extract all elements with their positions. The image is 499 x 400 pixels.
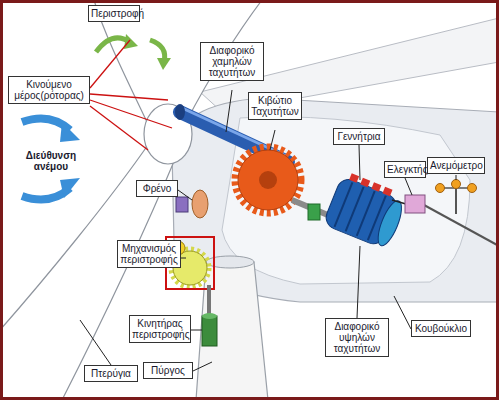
stator-tile [360,178,370,187]
arrow-head [157,58,171,70]
leader-line [191,330,202,331]
leader-line [405,178,412,195]
wind-direction-label: Διεύθυνση ανέμου [18,150,84,172]
part-name: Διαφορικό χαμηλών ταχυτήτων [203,45,261,78]
part-leaders [80,90,456,371]
part-name: Πύργος [146,365,190,376]
part-name: Γεννήτρια [336,131,382,142]
gearbox-gear [238,150,298,210]
anemometer-pole [455,186,457,214]
part-name: Ανεμόμετρο [430,160,482,171]
part-label-box: Φρένο [136,180,178,197]
leader-line [394,296,411,329]
part-label-box: Πύργος [143,362,193,379]
arrow-head [60,178,80,198]
part-label-box: Κινούμενο μέρος(ρότορας) [8,76,90,104]
leader-line [270,130,275,150]
arrow-head [124,34,138,49]
rotor-hub [144,104,192,164]
anemometer-cup [436,184,445,193]
part-label-box: Ελεγκτής [384,161,426,178]
part-name: Μηχανισμός περιστροφής [120,243,178,265]
stator-tile [382,187,392,196]
leader-line [90,100,172,128]
part-name: Φρένο [139,183,175,194]
part-name: Κουβούκλιο [414,323,468,334]
part-label-box: Κιβώτιο Ταχυτήτων [248,92,302,120]
stator-tile [371,182,381,191]
leader-line [90,106,148,150]
part-name: Κιβώτιο Ταχυτήτων [251,95,299,117]
cable [392,200,406,204]
part-label-box: Διαφορικό χαμηλών ταχυτήτων [200,42,264,81]
leader-line [357,246,360,318]
part-name: Κινητήρας περιστροφής [132,318,188,340]
shaft-coupling [308,204,320,220]
part-label-box: Μηχανισμός περιστροφής [117,240,181,268]
stator-tile [349,173,359,182]
part-name: Διαφορικό υψηλών ταχυτήτων [328,321,386,354]
rear-blade [200,18,499,112]
leader-line [181,258,186,259]
part-label-box: Κουβούκλιο [411,320,471,337]
brake-caliper [176,197,188,212]
cable [424,205,499,246]
yaw-motor [202,316,217,346]
rotor-leaders [90,40,172,150]
generator-body [323,170,410,250]
shaft-end [175,104,185,120]
part-label-box: Ανεμόμετρο [427,157,485,174]
controller-box [405,195,425,213]
part-label-box: Πτερύγια [84,365,138,382]
arrow-head [60,122,80,142]
gear-hub [259,171,277,189]
part-name: Κινούμενο μέρος(ρότορας) [11,79,87,101]
leader-line [90,40,130,88]
gear-teeth [235,147,301,213]
part-label-box: Διαφορικό υψηλών ταχυτήτων [325,318,389,357]
part-name: Πτερύγια [87,368,135,379]
leader-line [193,362,212,371]
part-name: Περιστροφή [91,8,137,19]
leader-line [80,320,111,365]
motor-top [202,313,217,319]
anemometer-cup [468,184,477,193]
tower-shape [196,262,268,400]
leader-line [456,175,457,180]
part-label-box: Γεννήτρια [333,128,385,145]
brake-disc [192,190,208,218]
part-label-box: Περιστροφή [88,5,140,22]
leader-line [90,94,168,100]
generator-end [373,198,406,248]
part-label-box: Κινητήρας περιστροφής [129,315,191,343]
leader-line [178,190,192,200]
anemometer-cup [452,180,461,189]
leader-line [226,90,232,132]
part-name: Ελεγκτής [387,164,423,175]
leader-line [359,145,360,180]
